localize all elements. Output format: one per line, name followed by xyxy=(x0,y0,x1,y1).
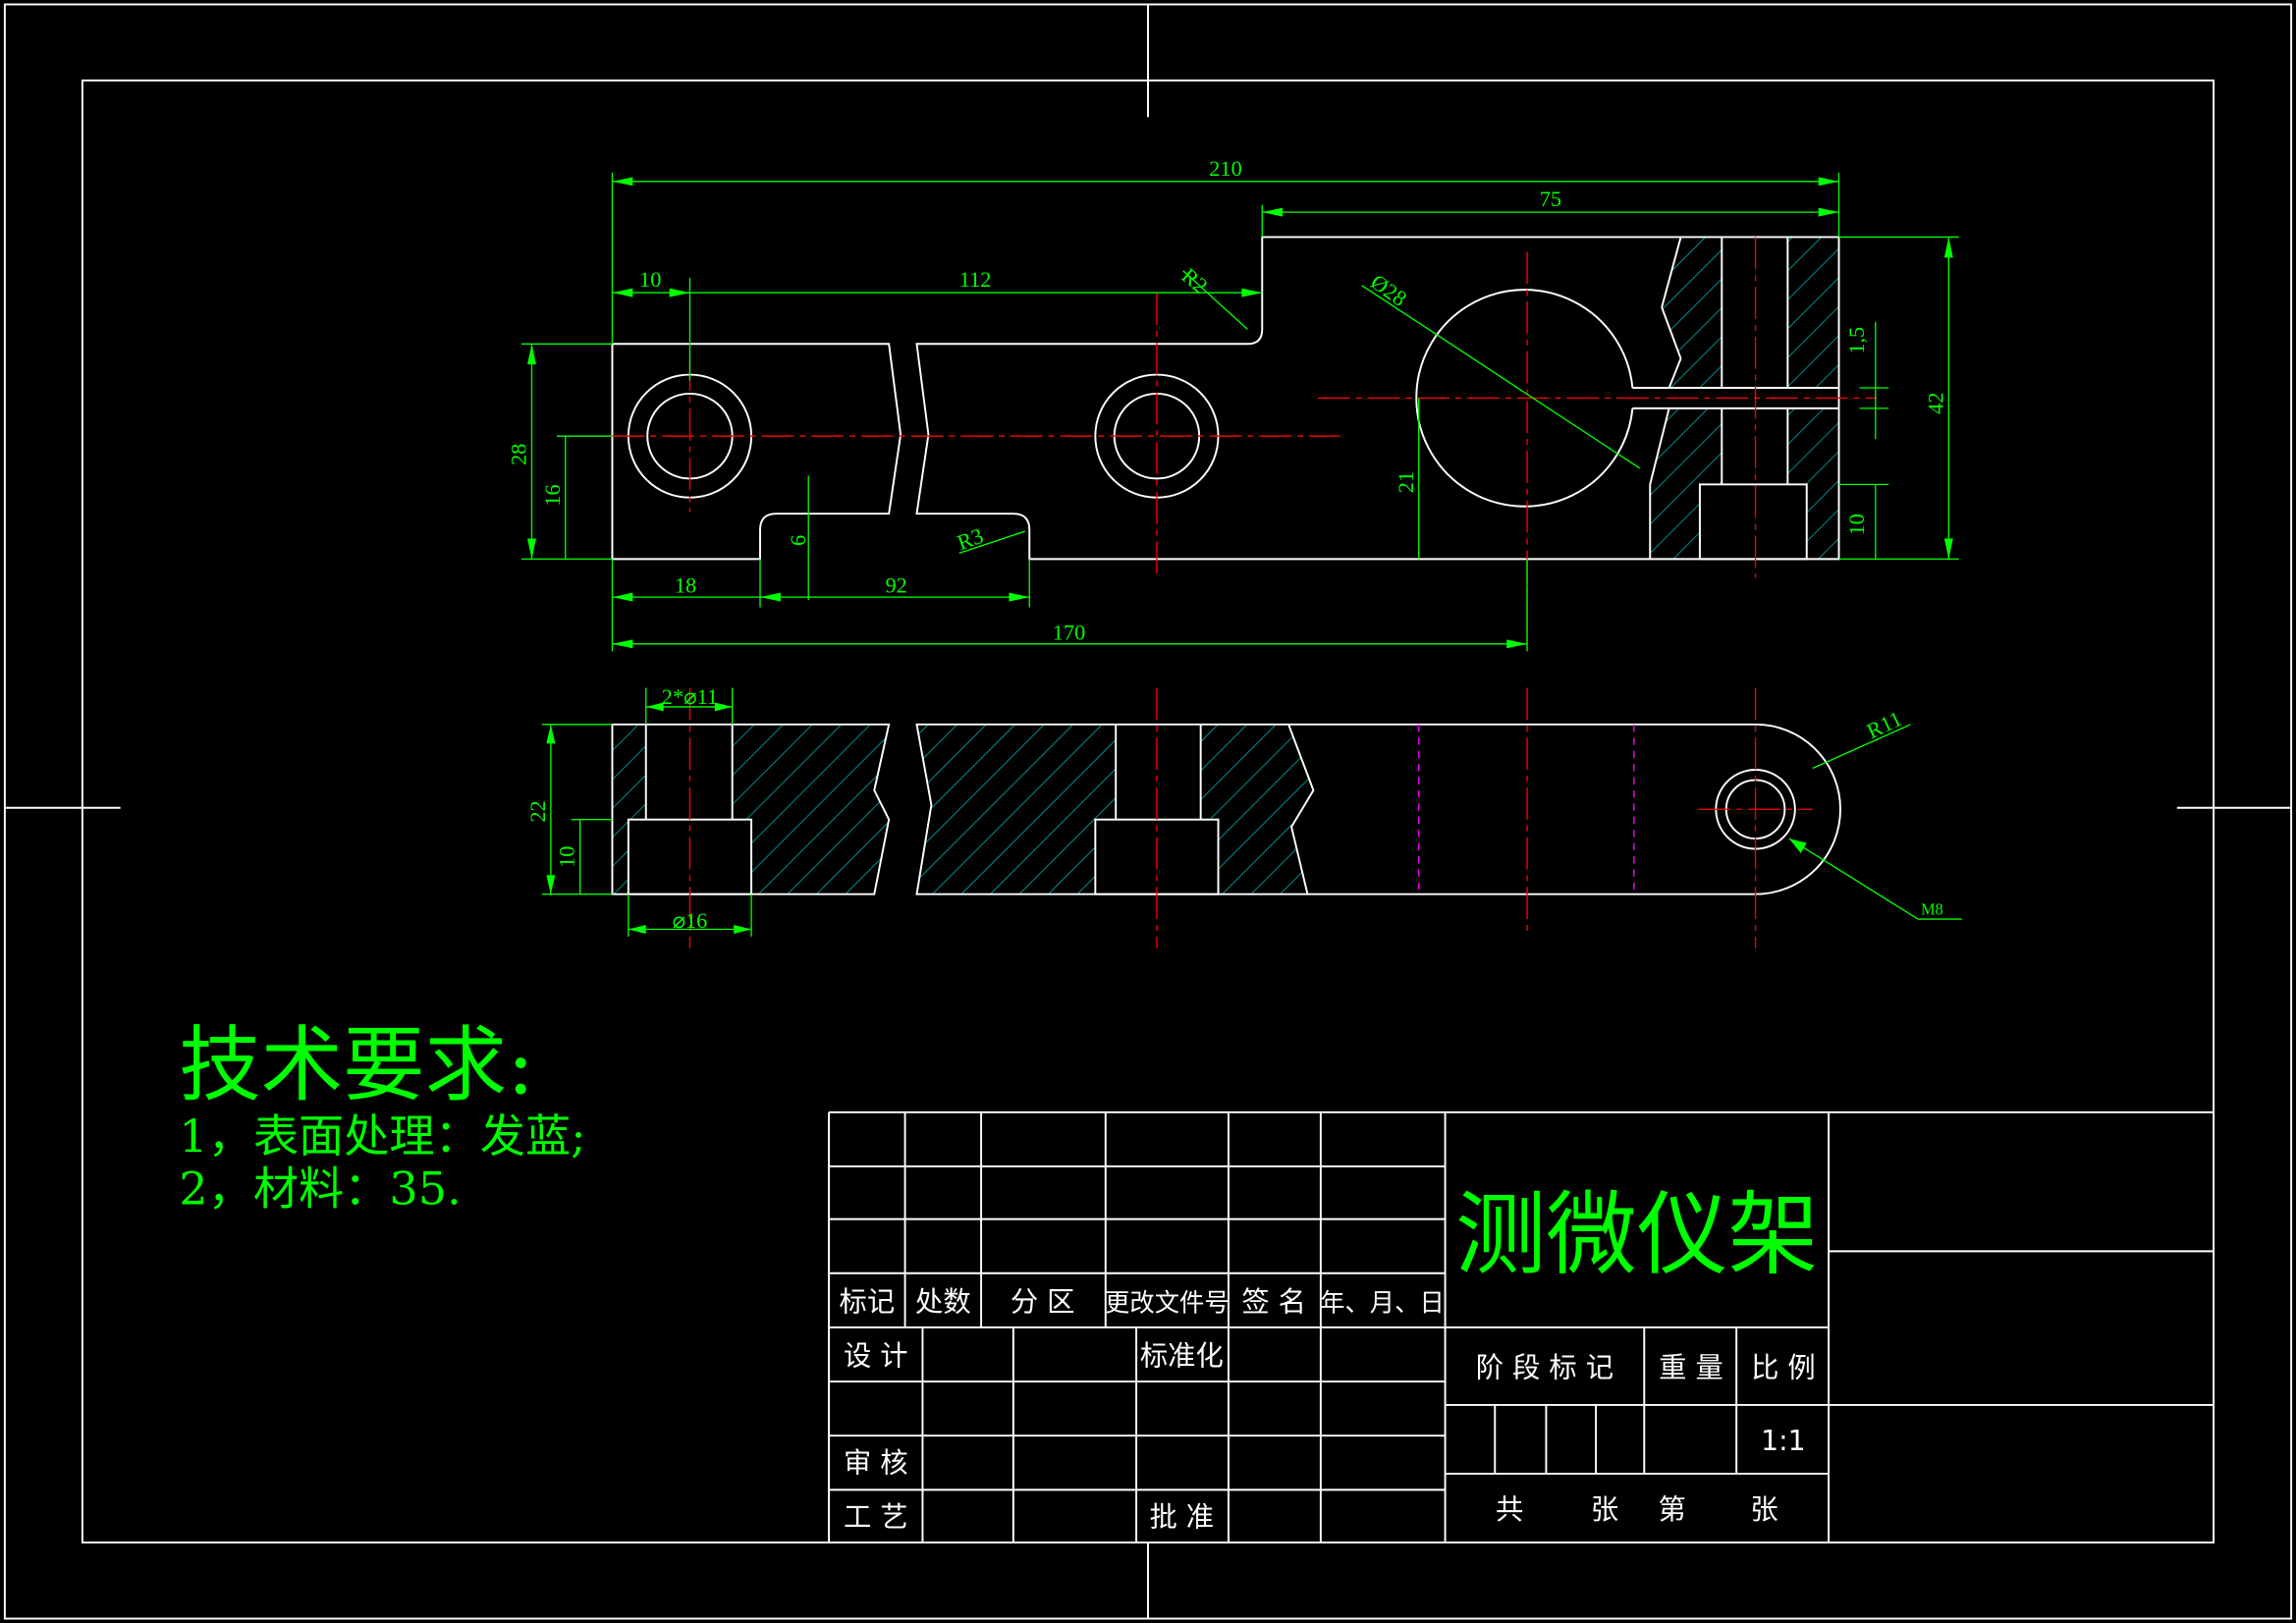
weight-label: 重 量 xyxy=(1659,1352,1723,1384)
review-label: 审 核 xyxy=(844,1446,908,1479)
design-label: 设 计 xyxy=(844,1340,908,1373)
dimension-arrows xyxy=(527,177,1953,649)
header-cell: 分 区 xyxy=(1011,1286,1075,1319)
notes-title: 技术要求: xyxy=(179,1017,534,1112)
sheet-no-label: 第 xyxy=(1658,1493,1685,1526)
note-item: 2，材料：35. xyxy=(179,1163,462,1216)
sheet-label: 张 xyxy=(1750,1493,1777,1526)
header-cell: 更改文件号 xyxy=(1105,1288,1230,1318)
dim-112: 112 xyxy=(959,267,992,292)
total-label: 共 xyxy=(1496,1493,1523,1526)
dim-r3: R3 xyxy=(954,523,986,555)
top-dimensions xyxy=(521,172,1959,652)
dim-1-5: 1,5 xyxy=(1844,327,1869,354)
header-cell: 年、月、日 xyxy=(1320,1288,1445,1318)
dim-28: 28 xyxy=(507,444,531,465)
sheet-border xyxy=(3,3,2293,1620)
approve-label: 批 准 xyxy=(1149,1501,1214,1534)
dim-92: 92 xyxy=(885,573,906,598)
title-block xyxy=(828,1110,2214,1543)
note-item: 1，表面处理：发蓝; xyxy=(179,1109,585,1163)
dim-16: 16 xyxy=(540,484,565,506)
dim-10-top: 10 xyxy=(1844,514,1869,535)
process-label: 工 艺 xyxy=(844,1501,908,1534)
dim-10: 10 xyxy=(639,267,661,292)
scale-label: 比 例 xyxy=(1751,1352,1816,1384)
header-cell: 标记 xyxy=(840,1286,896,1319)
dim-dia28: Ø28 xyxy=(1366,269,1411,311)
dim-22: 22 xyxy=(525,800,550,822)
header-cell: 处数 xyxy=(915,1286,971,1319)
technical-notes: 技术要求: 1，表面处理：发蓝; 2，材料：35. xyxy=(179,1017,585,1215)
dim-cbore: ⌀16 xyxy=(673,908,708,933)
drawing-name: 测微仪架 xyxy=(1455,1181,1819,1287)
dim-75: 75 xyxy=(1540,187,1561,211)
dim-holes: 2*⌀11 xyxy=(662,684,718,709)
dim-6: 6 xyxy=(786,535,810,546)
front-view: 2*⌀11 ⌀16 22 10 R11 M8 xyxy=(525,684,1962,948)
dim-21: 21 xyxy=(1394,471,1418,493)
scale-value: 1:1 xyxy=(1761,1425,1806,1457)
top-view: 210 75 10 112 R2 Ø28 1,5 42 28 16 6 R3 2… xyxy=(507,156,1959,652)
dim-42: 42 xyxy=(1923,392,1947,413)
dim-210: 210 xyxy=(1209,156,1242,181)
title-block-text: 测微仪架 标记 处数 分 区 更改文件号 签 名 年、月、日 设 计 标准化 审… xyxy=(840,1181,1819,1533)
centerlines xyxy=(612,237,1878,652)
dim-170: 170 xyxy=(1053,620,1086,644)
dim-r11: R11 xyxy=(1863,706,1906,743)
standardize-label: 标准化 xyxy=(1140,1340,1224,1373)
header-cell: 签 名 xyxy=(1241,1286,1306,1319)
sheets-label: 张 xyxy=(1591,1493,1618,1526)
stage-mark-label: 阶 段 标 记 xyxy=(1476,1352,1613,1384)
thread-label: M8 xyxy=(1921,900,1943,919)
dim-18: 18 xyxy=(675,573,696,598)
dim-10-front: 10 xyxy=(555,846,579,868)
